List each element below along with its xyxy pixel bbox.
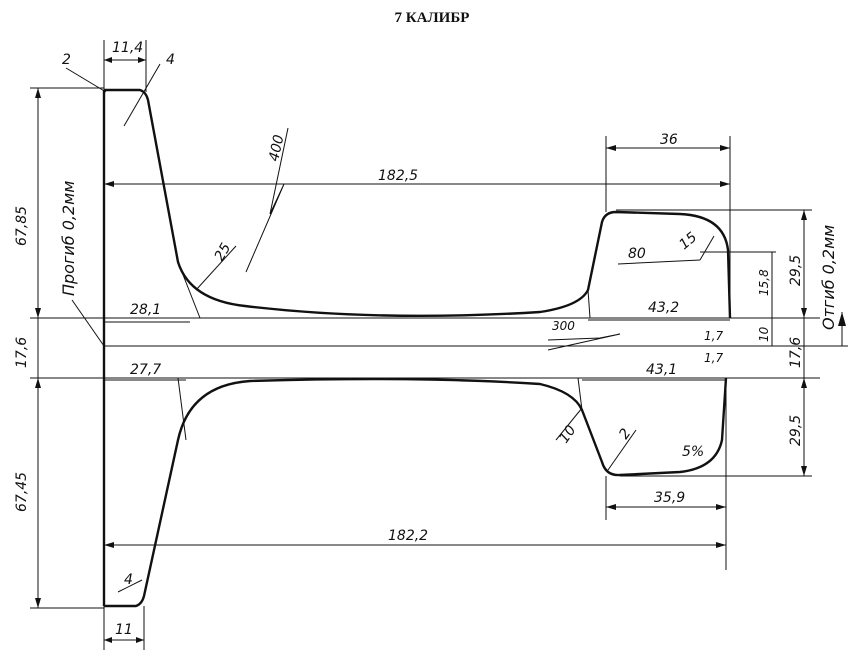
dim-top-span: 182,5 bbox=[378, 168, 418, 184]
radius-top-left: 2 bbox=[62, 52, 71, 68]
dim-lower-gap: 1,7 bbox=[704, 351, 723, 365]
radius-fillet-upper: 25 bbox=[212, 240, 235, 264]
radius-leaders bbox=[65, 63, 715, 593]
upper-profile-contour bbox=[104, 88, 732, 319]
dim-upper-height: 67,85 bbox=[14, 206, 30, 246]
dimension-lines bbox=[30, 40, 848, 650]
radius-bottom-left: 4 bbox=[124, 572, 133, 588]
caliber-title: 7 КАЛИБР bbox=[394, 10, 470, 26]
radius-right-corner: 15 bbox=[676, 229, 700, 253]
dim-right-lower-height: 29,5 bbox=[788, 415, 804, 446]
dim-right-upper-height: 29,5 bbox=[788, 255, 804, 286]
dim-lower-height: 67,45 bbox=[14, 472, 30, 512]
lower-profile-contour bbox=[104, 377, 728, 608]
arrowheads bbox=[35, 57, 846, 643]
dim-right-inner-height: 15,8 bbox=[757, 269, 771, 296]
radius-big-upper: 400 bbox=[266, 133, 287, 163]
dim-lower-right-web: 43,1 bbox=[646, 362, 677, 378]
dim-bottom-span: 182,2 bbox=[388, 528, 428, 544]
dim-lower-left-web: 27,7 bbox=[130, 362, 161, 378]
dim-upper-left-web: 28,1 bbox=[130, 302, 161, 318]
radius-web: 300 bbox=[552, 319, 575, 333]
radius-right-bottom: 2 bbox=[616, 426, 634, 443]
dim-upper-right-web: 43,2 bbox=[648, 300, 679, 316]
dim-right-top-width: 36 bbox=[660, 132, 678, 148]
dim-web-gap-left: 17,6 bbox=[14, 337, 30, 368]
note-right-bend: Отгиб 0,2мм bbox=[819, 225, 838, 330]
dim-upper-gap: 1,7 bbox=[704, 329, 723, 343]
dim-right-bottom-width: 35,9 bbox=[654, 490, 685, 506]
dim-right-web-thickness: 10 bbox=[757, 326, 771, 342]
radius-top-right: 4 bbox=[166, 52, 175, 68]
dim-web-gap-right: 17,6 bbox=[788, 337, 804, 368]
note-left-bend: Прогиб 0,2мм bbox=[59, 181, 78, 296]
radius-fillet-lower: 10 bbox=[556, 422, 579, 446]
dim-top-flange-width: 11,4 bbox=[112, 40, 143, 56]
radius-right-top: 80 bbox=[628, 246, 646, 262]
dim-bottom-flange-width: 11 bbox=[115, 622, 133, 638]
dimension-labels: 11,4 11 67,85 67,45 17,6 182,5 182,2 28,… bbox=[14, 40, 804, 638]
radius-taper: 5% bbox=[682, 444, 704, 460]
